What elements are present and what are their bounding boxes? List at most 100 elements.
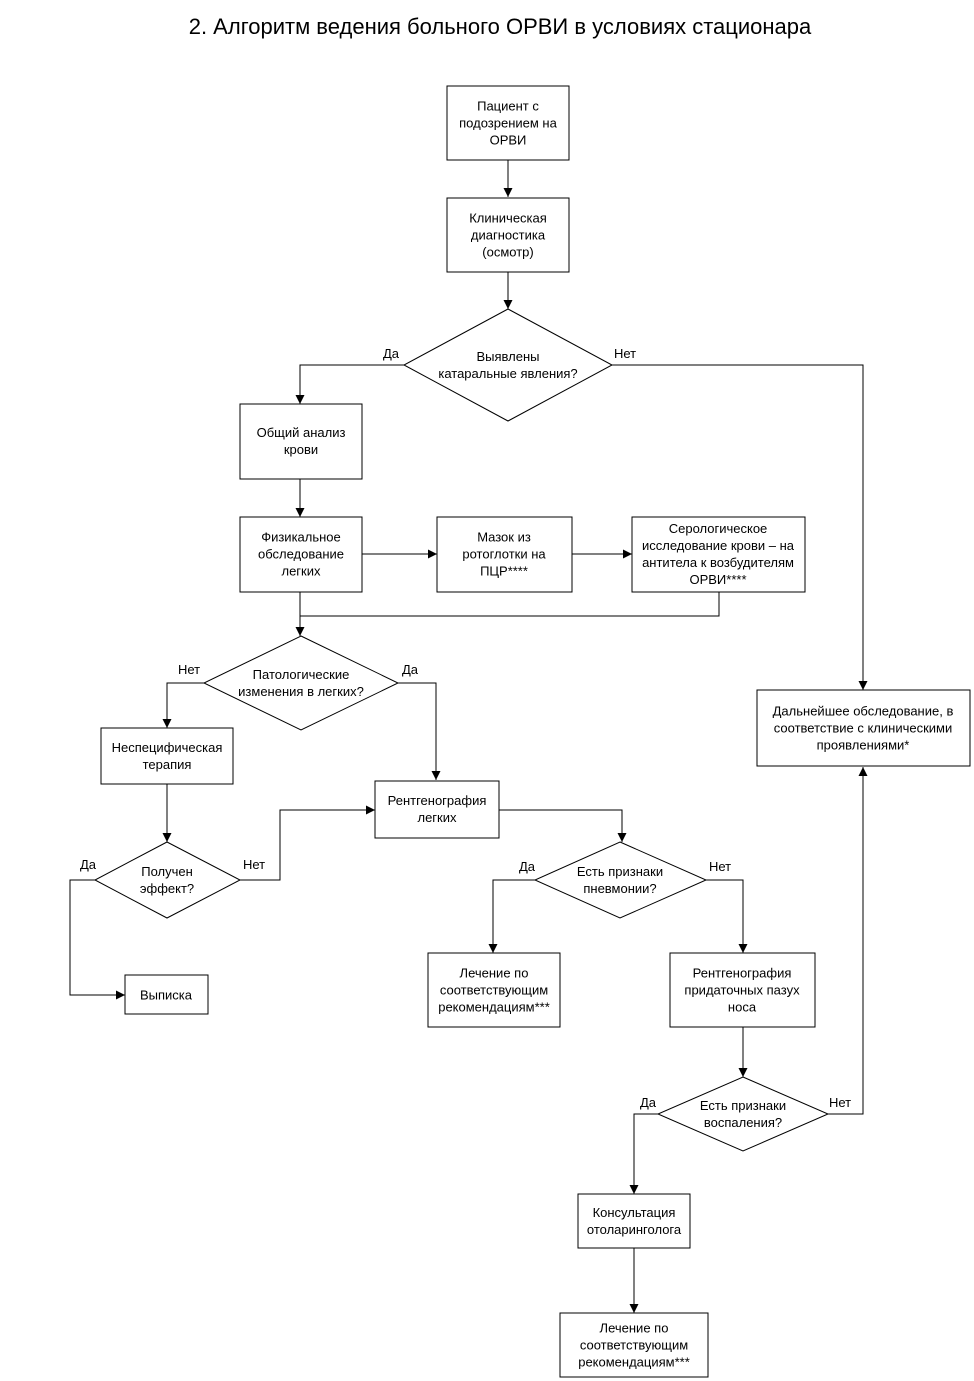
arrow-patho-no <box>162 682 204 728</box>
physical-line-1: обследование <box>258 547 344 562</box>
node-discharge <box>124 974 209 1015</box>
clinical-line-2: (осмотр) <box>482 245 533 260</box>
arrow-catarrhal-yes <box>295 364 404 404</box>
line-serology-merge <box>300 592 720 617</box>
arrow-inflam-yes <box>629 1113 658 1194</box>
arrow-catarrhal-no <box>612 364 868 690</box>
decision-patho <box>202 635 400 731</box>
inflam-line-1: воспаления? <box>704 1115 782 1130</box>
node-physical-text: Физикальное обследование легких <box>258 530 344 579</box>
patient-line-1: подозрением на <box>459 116 557 131</box>
decision-pneumonia-text: Есть признаки пневмонии? <box>577 864 663 896</box>
nonspecific-line-0: Неспецифическая <box>112 740 223 755</box>
serology-line-3: ОРВИ**** <box>689 572 746 587</box>
further-line-2: проявлениями* <box>817 738 910 753</box>
decision-inflam-text: Есть признаки воспаления? <box>700 1098 786 1130</box>
label-pneumonia-no: Нет <box>709 859 731 874</box>
catarrhal-line-0: Выявлены <box>476 349 539 364</box>
physical-line-0: Физикальное <box>261 530 341 545</box>
swab-line-2: ПЦР**** <box>480 564 528 579</box>
xray_lungs-line-1: легких <box>417 810 457 825</box>
decision-patho-text: Патологические изменения в легких? <box>238 667 364 699</box>
label-catarrhal-yes: Да <box>383 346 400 361</box>
node-treat2 <box>559 1312 709 1378</box>
patho-line-1: изменения в легких? <box>238 684 364 699</box>
node-clinical <box>446 197 570 273</box>
node-serology <box>631 516 806 593</box>
discharge-line-0: Выписка <box>140 988 193 1003</box>
label-inflam-no: Нет <box>829 1095 851 1110</box>
physical-line-2: легких <box>281 564 321 579</box>
decision-catarrhal <box>402 308 614 422</box>
node-xray-sinus <box>669 952 816 1028</box>
node-blood <box>239 403 363 480</box>
clinical-line-1: диагностика <box>471 228 546 243</box>
decision-pneumonia <box>533 841 708 919</box>
node-swab-text: Мазок из ротоглотки на ПЦР**** <box>462 530 546 579</box>
arrow-effect-yes <box>69 879 125 1000</box>
node-treat2-text: Лечение по соответствующим рекомендациям**… <box>578 1321 690 1370</box>
arrow-xray-to-pneumonia <box>499 809 627 842</box>
node-patient-text: Пациент с подозрением на ОРВИ <box>459 99 557 148</box>
treat2-line-2: рекомендациям*** <box>578 1355 690 1370</box>
node-xray-sinus-text: Рентгенография придаточных пазух носа <box>684 966 800 1015</box>
patient-line-0: Пациент с <box>477 99 539 114</box>
arrow-inflam-no <box>828 767 868 1115</box>
xray_sinus-line-1: придаточных пазух <box>684 983 800 998</box>
patient-line-2: ОРВИ <box>490 133 527 148</box>
pneumonia-line-1: пневмонии? <box>583 881 656 896</box>
label-effect-no: Нет <box>243 857 265 872</box>
node-xray-lungs-text: Рентгенография легких <box>388 793 487 825</box>
arrow-effect-no <box>240 805 375 881</box>
inflam-line-0: Есть признаки <box>700 1098 786 1113</box>
arrow-pneumonia-yes <box>488 879 535 953</box>
pneumonia-line-0: Есть признаки <box>577 864 663 879</box>
treat1-line-0: Лечение по <box>460 966 529 981</box>
node-clinical-text: Клиническая диагностика (осмотр) <box>469 211 547 260</box>
serology-line-1: исследование крови – на <box>642 538 795 553</box>
serology-line-2: антитела к возбудителям <box>642 555 794 570</box>
xray_lungs-line-0: Рентгенография <box>388 793 487 808</box>
node-treat1 <box>427 952 561 1028</box>
label-inflam-yes: Да <box>640 1095 657 1110</box>
arrow-patho-yes <box>398 682 441 780</box>
node-discharge-text: Выписка <box>140 988 193 1003</box>
xray_sinus-line-2: носа <box>728 1000 757 1015</box>
node-ent <box>577 1193 691 1249</box>
node-nonspecific-text: Неспецифическая терапия <box>112 740 223 772</box>
arrow-pneumonia-no <box>706 879 748 953</box>
patho-line-0: Патологические <box>253 667 350 682</box>
decision-effect <box>93 841 242 919</box>
xray_sinus-line-0: Рентгенография <box>693 966 792 981</box>
label-effect-yes: Да <box>80 857 97 872</box>
swab-line-0: Мазок из <box>477 530 531 545</box>
ent-line-1: отоларинголога <box>587 1222 682 1237</box>
page-title: 2. Алгоритм ведения больного ОРВИ в усло… <box>188 14 812 39</box>
node-blood-text: Общий анализ крови <box>257 425 346 457</box>
further-line-1: соответствие с клиническими <box>774 721 953 736</box>
treat2-line-0: Лечение по <box>600 1321 669 1336</box>
node-patient <box>446 85 570 161</box>
node-serology-text: Серологическое исследование крови – на ант… <box>642 521 795 587</box>
effect-line-0: Получен <box>141 864 193 879</box>
ent-line-0: Консультация <box>593 1205 676 1220</box>
node-swab <box>436 516 573 593</box>
node-ent-text: Консультация отоларинголога <box>587 1205 682 1237</box>
catarrhal-line-1: катаральные явления? <box>438 366 577 381</box>
blood-line-0: Общий анализ <box>257 425 346 440</box>
label-patho-yes: Да <box>402 662 419 677</box>
nonspecific-line-1: терапия <box>143 757 192 772</box>
clinical-line-0: Клиническая <box>469 211 547 226</box>
node-xray-lungs <box>374 780 500 839</box>
blood-line-1: крови <box>284 442 318 457</box>
label-pneumonia-yes: Да <box>519 859 536 874</box>
node-nonspecific <box>100 727 234 785</box>
swab-line-1: ротоглотки на <box>462 547 546 562</box>
serology-line-0: Серологическое <box>669 521 768 536</box>
decision-inflam <box>656 1076 830 1152</box>
treat2-line-1: соответствующим <box>580 1338 688 1353</box>
